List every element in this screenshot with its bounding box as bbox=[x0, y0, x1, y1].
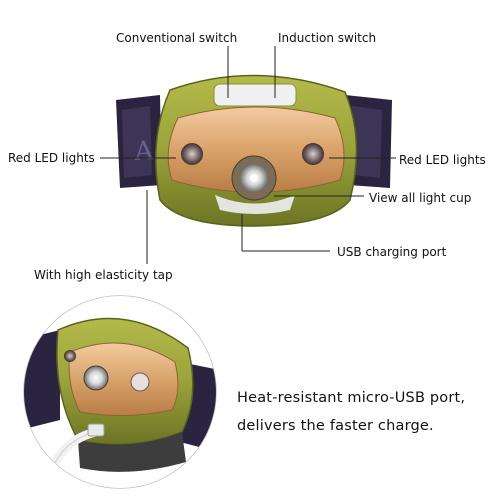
label-view-all-light-cup: View all light cup bbox=[369, 191, 472, 205]
label-elasticity-tap: With high elasticity tap bbox=[34, 268, 173, 282]
label-red-led-left: Red LED lights bbox=[8, 151, 95, 165]
label-red-led-right: Red LED lights bbox=[399, 153, 486, 167]
caption-line-1: Heat-resistant micro-USB port, bbox=[237, 390, 466, 406]
lens-panel bbox=[167, 106, 345, 193]
label-usb-charging-port: USB charging port bbox=[337, 245, 447, 259]
usb-port-inset bbox=[24, 296, 216, 488]
caption-line-2: delivers the faster charge. bbox=[237, 418, 434, 434]
red-led-right bbox=[302, 143, 324, 165]
red-led-left bbox=[181, 143, 203, 165]
callout-lines bbox=[100, 46, 396, 264]
conventional-switch-button[interactable] bbox=[213, 83, 297, 107]
label-induction-switch: Induction switch bbox=[278, 31, 377, 45]
svg-text:A: A bbox=[133, 136, 156, 167]
label-conventional-switch: Conventional switch bbox=[116, 31, 238, 45]
headlamp-main: A bbox=[116, 74, 392, 227]
